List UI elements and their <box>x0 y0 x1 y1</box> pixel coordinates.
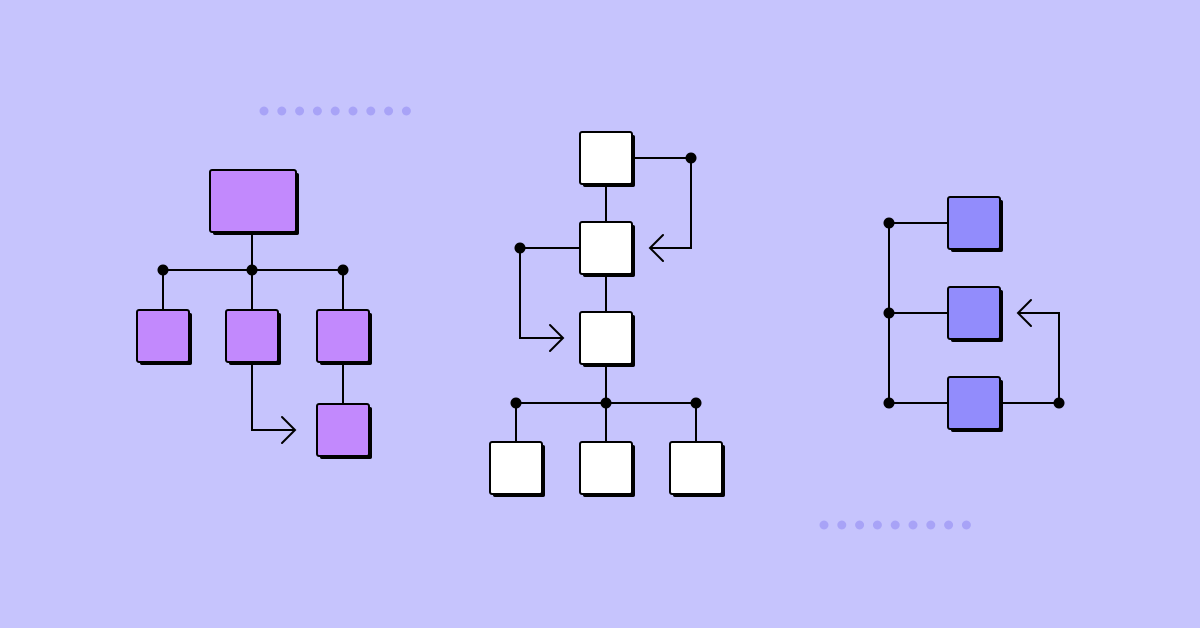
junction-dot <box>685 152 697 164</box>
decorative-dot <box>855 520 865 530</box>
box-face <box>947 286 1001 340</box>
arrow-head <box>1016 299 1032 327</box>
junction-dot <box>510 397 522 409</box>
decorative-dot <box>819 520 829 530</box>
decorative-dot <box>366 106 376 116</box>
box-face <box>225 309 279 363</box>
flow-diagram <box>489 131 725 497</box>
junction-dot <box>337 264 349 276</box>
connector-line <box>999 312 1060 404</box>
box-face <box>489 441 543 495</box>
junction-dot <box>883 217 895 229</box>
box-face <box>579 311 633 365</box>
box-item-2 <box>947 286 1003 342</box>
box-step-1 <box>579 131 635 187</box>
box-step-2 <box>579 221 635 277</box>
box-face <box>947 376 1001 430</box>
arrow-head <box>648 234 664 262</box>
box-child-2 <box>225 309 281 365</box>
connector-line <box>251 361 295 431</box>
box-face <box>579 441 633 495</box>
decorative-dot <box>401 106 411 116</box>
decorative-dot <box>330 106 340 116</box>
arrow-head <box>281 416 297 444</box>
decorative-dot <box>384 106 394 116</box>
decorative-dot <box>837 520 847 530</box>
decorative-dot <box>926 520 936 530</box>
box-step-3 <box>579 311 635 367</box>
decorative-dot <box>259 106 269 116</box>
arrow-head <box>549 324 565 352</box>
junction-dot <box>514 242 526 254</box>
hierarchy-diagram <box>136 169 372 459</box>
box-face <box>579 131 633 185</box>
box-face <box>136 309 190 363</box>
junction-dot <box>157 264 169 276</box>
dot-row-bottom <box>819 520 971 530</box>
box-face <box>316 309 370 363</box>
decorative-dot <box>944 520 954 530</box>
junction-dot <box>1053 397 1065 409</box>
decorative-dot <box>348 106 358 116</box>
box-face <box>947 196 1001 250</box>
box-face <box>669 441 723 495</box>
decorative-dot <box>295 106 305 116</box>
junction-dot <box>690 397 702 409</box>
junction-dot <box>246 264 258 276</box>
decorative-dot <box>312 106 322 116</box>
connector-line <box>631 157 692 249</box>
junction-dot <box>600 397 612 409</box>
box-face <box>209 169 297 233</box>
connector-line <box>519 247 581 339</box>
box-leaf-2 <box>579 441 635 497</box>
box-item-3 <box>947 376 1003 432</box>
decorative-dot <box>872 520 882 530</box>
decorative-dot <box>890 520 900 530</box>
box-grandchild <box>316 403 372 459</box>
box-leaf-3 <box>669 441 725 497</box>
box-root <box>209 169 299 235</box>
decorative-dot <box>961 520 971 530</box>
junction-dot <box>883 307 895 319</box>
dot-row-top <box>259 106 411 116</box>
box-face <box>579 221 633 275</box>
decorative-dot <box>277 106 287 116</box>
loop-diagram <box>883 196 1065 432</box>
box-child-3 <box>316 309 372 365</box>
box-leaf-1 <box>489 441 545 497</box>
junction-dot <box>883 397 895 409</box>
box-child-1 <box>136 309 192 365</box>
box-face <box>316 403 370 457</box>
box-item-1 <box>947 196 1003 252</box>
decorative-dot <box>908 520 918 530</box>
